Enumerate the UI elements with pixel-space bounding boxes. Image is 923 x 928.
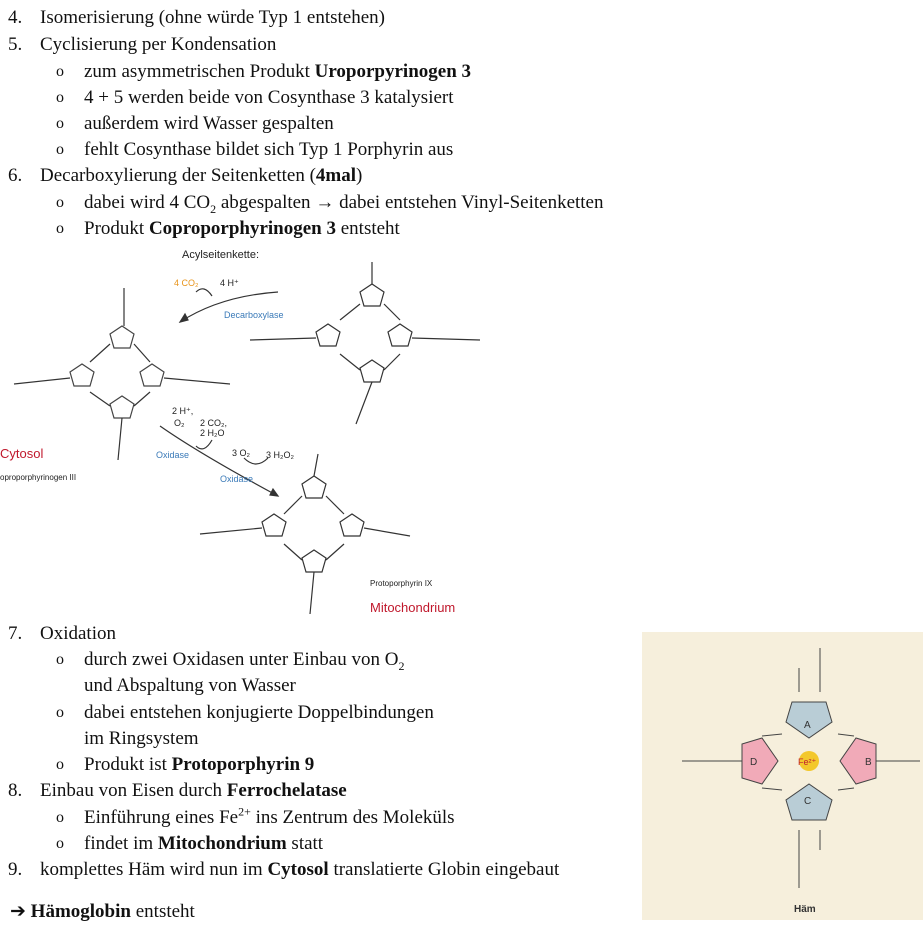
haem-label: Häm <box>794 904 816 915</box>
bullet-icon: o <box>56 220 64 237</box>
bullet-icon: o <box>56 141 64 158</box>
list-text: Cyclisierung per Kondensation <box>40 34 277 55</box>
list-text: Isomerisierung (ohne würde Typ 1 entsteh… <box>40 7 385 28</box>
ring-d-label: D <box>750 757 757 768</box>
o2-label: O₂ <box>174 418 185 428</box>
protoporphyrin-structure <box>199 453 411 615</box>
o2b-label: 3 O₂ <box>232 448 251 458</box>
list-number: 8. <box>8 780 23 801</box>
co2b-label: 2 CO₂, <box>200 418 227 428</box>
h2o-label: 2 H₂O <box>200 428 225 438</box>
list-number: 6. <box>8 165 23 186</box>
bullet-icon: o <box>56 63 64 80</box>
h-label: 4 H⁺ <box>220 278 239 288</box>
fe-label: Fe²⁺ <box>798 757 817 767</box>
bullet-icon: o <box>56 756 64 773</box>
acyl-label: Acylseitenkette: <box>182 249 259 261</box>
list-number: 7. <box>8 623 23 644</box>
copro-label: oproporphyrinogen III <box>0 473 76 482</box>
coproporphyrinogen-structure <box>13 288 231 461</box>
mito-label: Mitochondrium <box>370 600 455 615</box>
haem-structure-figure: A B C D Fe²⁺ Häm <box>642 632 923 920</box>
bold-term: Uroporpyrinogen 3 <box>314 61 472 82</box>
list-number: 4. <box>8 7 23 28</box>
list-number: 9. <box>8 859 23 880</box>
proto-label: Protoporphyrin IX <box>370 579 433 588</box>
arrow-icon: ➔ <box>10 901 26 922</box>
bullet-icon: o <box>56 651 64 668</box>
oxidase2-label: Oxidase <box>220 474 253 484</box>
bullet-icon: o <box>56 194 64 211</box>
porphyrin-reaction-figure: Acylseitenkette: 4 CO₂ 4 H⁺ Decarboxylas… <box>0 249 481 615</box>
arrow-icon: → <box>315 192 335 213</box>
bullet-icon: o <box>56 115 64 132</box>
bullet-icon: o <box>56 809 64 826</box>
h2o2-label: 3 H₂O₂ <box>266 450 294 460</box>
cytosol-label: Cytosol <box>0 446 43 461</box>
ring-b-label: B <box>865 757 872 768</box>
oxidase1-label: Oxidase <box>156 450 189 460</box>
h2-label: 2 H⁺, <box>172 406 193 416</box>
list-number: 5. <box>8 34 23 55</box>
co2-label: 4 CO₂ <box>174 278 199 288</box>
bullet-icon: o <box>56 835 64 852</box>
ring-a-label: A <box>804 720 811 731</box>
ring-c-label: C <box>804 796 811 807</box>
decarboxylase-label: Decarboxylase <box>224 310 284 320</box>
bullet-icon: o <box>56 89 64 106</box>
uroporphyrinogen-structure <box>249 262 481 425</box>
bullet-icon: o <box>56 704 64 721</box>
